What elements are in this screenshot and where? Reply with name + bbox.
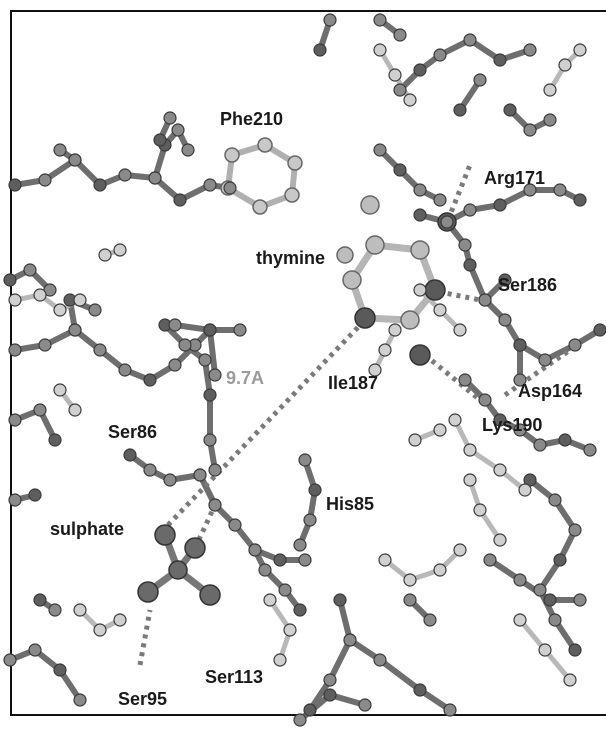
label-ile187: Ile187 (328, 373, 378, 393)
distance-line (166, 318, 367, 527)
label-phe210: Phe210 (220, 109, 283, 129)
label-asp164: Asp164 (518, 381, 582, 401)
atoms (3, 13, 606, 727)
label-arg171: Arg171 (484, 168, 545, 188)
dotted-bonds (137, 164, 572, 666)
hbond-ser95 (137, 609, 153, 666)
hbond-asp164 (503, 347, 572, 398)
label-thymine: thymine (256, 248, 325, 268)
bonds (7, 17, 603, 723)
label-ser113: Ser113 (205, 667, 263, 687)
label-ser95: Ser95 (118, 689, 167, 709)
label-ser86: Ser86 (108, 422, 157, 442)
thymine-ring (336, 195, 457, 366)
label-sulphate: sulphate (50, 519, 124, 539)
hbond-lys190 (423, 353, 482, 402)
hbond-sulphate (192, 503, 218, 550)
label-his85: His85 (326, 494, 374, 514)
light-bonds (12, 47, 583, 683)
label-lys190: Lys190 (482, 415, 542, 435)
phe210-ring (220, 137, 303, 215)
label-ser186: Ser186 (498, 275, 557, 295)
hbond-arg171 (445, 164, 473, 221)
residue-labels: Phe210 Arg171 thymine Ser186 Ile187 Asp1… (50, 109, 582, 709)
distance-label: 9.7A (226, 368, 264, 388)
sulphate-group (137, 524, 221, 606)
